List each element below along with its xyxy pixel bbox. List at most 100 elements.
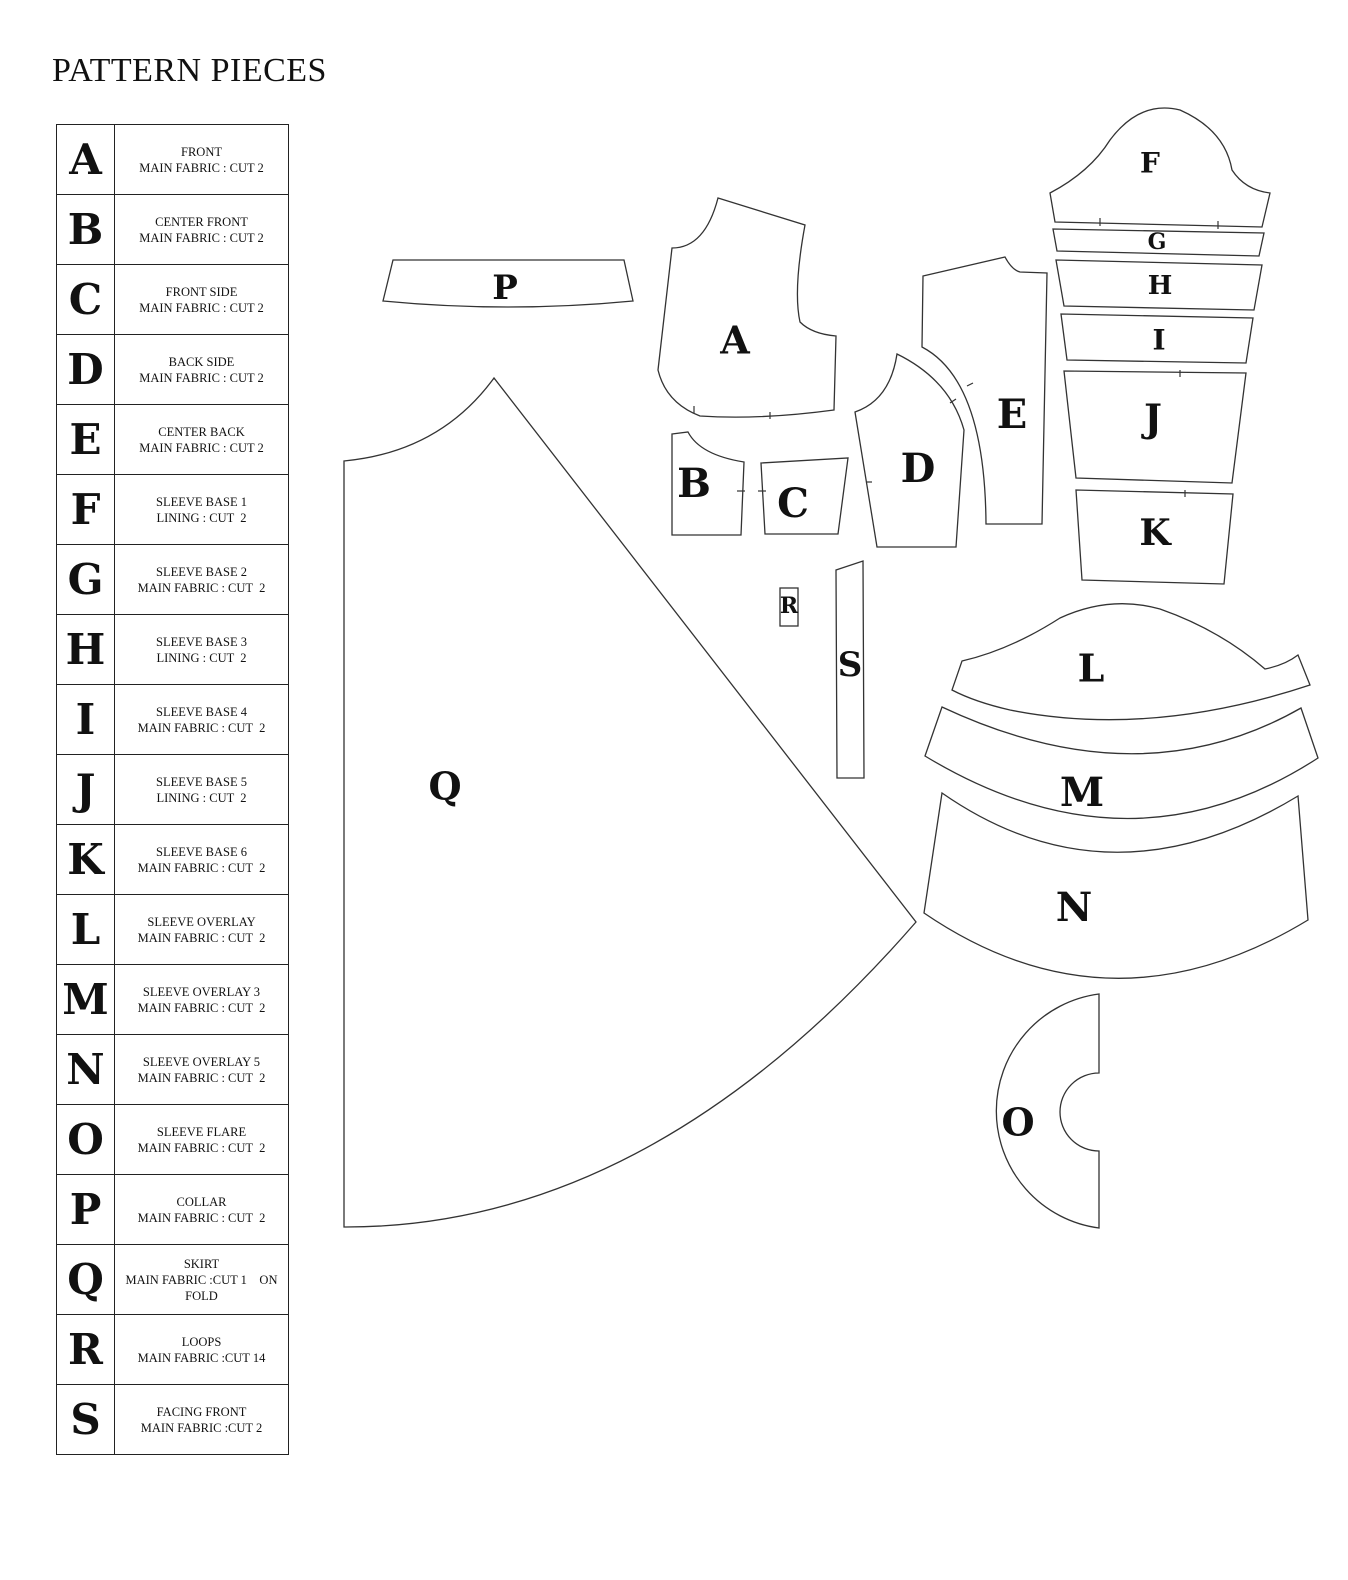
legend-description-line1: SLEEVE BASE 5 bbox=[156, 774, 247, 789]
legend-description-line1: SLEEVE BASE 6 bbox=[156, 844, 247, 859]
legend-description-line1: SLEEVE OVERLAY bbox=[147, 914, 256, 929]
legend-description-line1: SLEEVE OVERLAY 5 bbox=[142, 1054, 261, 1069]
piece-q-outline bbox=[343, 376, 917, 1228]
legend-letter: F bbox=[56, 474, 115, 545]
legend-description-line1: SLEEVE BASE 4 bbox=[156, 704, 247, 719]
legend-letter: L bbox=[56, 894, 115, 965]
legend-letter: G bbox=[56, 544, 115, 615]
legend-description-line2: MAIN FABRIC : CUT 2 bbox=[139, 230, 264, 245]
legend-description-line1: FRONT SIDE bbox=[165, 284, 238, 299]
piece-label-h: H bbox=[1148, 271, 1173, 301]
legend-description-line2: MAIN FABRIC : CUT 2 bbox=[139, 160, 264, 175]
piece-label-e: E bbox=[997, 391, 1028, 438]
legend-letter: Q bbox=[56, 1244, 115, 1315]
legend-letter: I bbox=[56, 684, 115, 755]
piece-m-outline bbox=[924, 706, 1319, 820]
piece-label-c: C bbox=[777, 480, 809, 527]
legend-description-line2: MAIN FABRIC : CUT 2 bbox=[137, 580, 266, 595]
piece-a-outline bbox=[657, 197, 837, 418]
piece-b-outline bbox=[671, 431, 745, 536]
legend-description-line2: MAIN FABRIC : CUT 2 bbox=[137, 1140, 266, 1155]
legend-letter: B bbox=[56, 194, 115, 265]
piece-label-j: J bbox=[1141, 396, 1162, 441]
piece-k-outline bbox=[1075, 489, 1234, 585]
piece-o-outline bbox=[995, 993, 1100, 1229]
piece-label-o: O bbox=[1001, 1100, 1034, 1145]
legend-description-line2: MAIN FABRIC : CUT 2 bbox=[137, 720, 266, 735]
piece-g-outline bbox=[1052, 228, 1265, 257]
legend-description-line2: MAIN FABRIC : CUT 2 bbox=[137, 860, 266, 875]
piece-l-outline bbox=[951, 603, 1311, 721]
legend-description-line1: SLEEVE BASE 3 bbox=[156, 634, 247, 649]
piece-label-p: P bbox=[492, 268, 518, 308]
piece-label-m: M bbox=[1060, 769, 1104, 816]
legend-letter: D bbox=[56, 334, 115, 405]
legend-description-line2: LINING : CUT 2 bbox=[156, 650, 247, 665]
piece-label-r: R bbox=[780, 593, 799, 619]
piece-i-outline bbox=[1060, 313, 1254, 364]
legend-description-line1: LOOPS bbox=[181, 1334, 222, 1349]
legend-letter: S bbox=[56, 1384, 115, 1455]
legend-description-line2: MAIN FABRIC : CUT 2 bbox=[137, 1210, 266, 1225]
legend-description-line2: MAIN FABRIC : CUT 2 bbox=[139, 370, 264, 385]
piece-label-b: B bbox=[677, 460, 711, 507]
legend-description-line1: FRONT bbox=[181, 144, 222, 159]
piece-j-outline bbox=[1063, 370, 1247, 484]
legend-letter: P bbox=[56, 1174, 115, 1245]
legend-description-line1: CENTER FRONT bbox=[155, 214, 248, 229]
legend-description-line2: MAIN FABRIC : CUT 2 bbox=[137, 930, 266, 945]
piece-label-g: G bbox=[1148, 229, 1167, 255]
piece-label-a: A bbox=[719, 318, 750, 363]
legend-description-line2: MAIN FABRIC : CUT 2 bbox=[139, 440, 264, 455]
legend-letter: K bbox=[56, 824, 115, 895]
legend-description-line2: MAIN FABRIC :CUT 14 bbox=[137, 1350, 266, 1365]
legend-description-line2: LINING : CUT 2 bbox=[156, 510, 247, 525]
piece-d-outline bbox=[854, 353, 965, 548]
legend-description-line1: SLEEVE OVERLAY 3 bbox=[142, 984, 261, 999]
piece-s-outline bbox=[835, 560, 865, 779]
piece-r-outline bbox=[779, 587, 799, 627]
legend-letter: R bbox=[56, 1314, 115, 1385]
legend-description-line2: MAIN FABRIC :CUT 2 bbox=[140, 1420, 263, 1435]
legend-description-line1: SLEEVE BASE 2 bbox=[156, 564, 247, 579]
legend-description-line2: MAIN FABRIC : CUT 2 bbox=[137, 1070, 266, 1085]
legend-description-line1: COLLAR bbox=[176, 1194, 227, 1209]
piece-label-i: I bbox=[1152, 324, 1165, 357]
piece-label-f: F bbox=[1140, 147, 1160, 180]
legend-description-line2: LINING : CUT 2 bbox=[156, 790, 247, 805]
piece-p-outline bbox=[382, 259, 634, 308]
piece-label-l: L bbox=[1078, 646, 1105, 691]
legend-description-line3: FOLD bbox=[185, 1288, 218, 1303]
piece-f-outline bbox=[1049, 107, 1271, 228]
legend-description-line1: SLEEVE FLARE bbox=[156, 1124, 247, 1139]
piece-label-k: K bbox=[1139, 512, 1172, 554]
legend-description-line2: MAIN FABRIC :CUT 1 ON bbox=[125, 1272, 278, 1287]
legend-description-line2: MAIN FABRIC : CUT 2 bbox=[139, 300, 264, 315]
piece-label-q: Q bbox=[428, 764, 461, 809]
legend-description-line1: SKIRT bbox=[183, 1256, 220, 1271]
piece-c-outline bbox=[760, 457, 849, 535]
legend-description-line1: FACING FRONT bbox=[156, 1404, 247, 1419]
